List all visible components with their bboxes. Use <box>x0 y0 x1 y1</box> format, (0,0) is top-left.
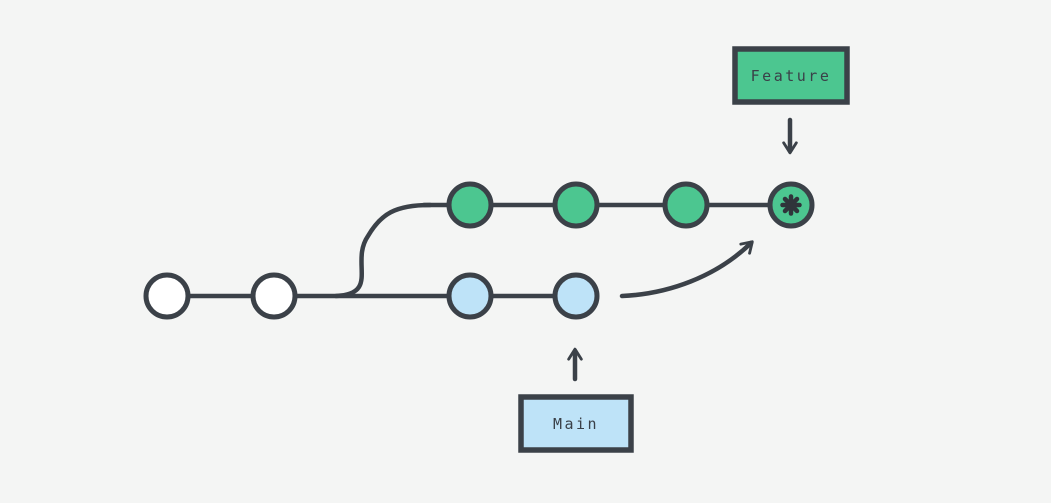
asterisk-icon <box>780 194 802 216</box>
main-label: Main <box>553 415 599 433</box>
commit-node-main-2 <box>552 272 600 320</box>
main-label-box: Main <box>518 394 634 453</box>
commit-node-feature-2 <box>552 181 600 229</box>
feature-label-rect <box>732 46 850 105</box>
commit-node-base-2 <box>250 272 298 320</box>
commit-node-feature-3 <box>662 181 710 229</box>
commit-node-main-1 <box>446 272 494 320</box>
feature-label: Feature <box>751 67 832 85</box>
main-label-rect <box>518 394 634 453</box>
commit-node-feature-1 <box>446 181 494 229</box>
branch-curve <box>333 202 433 299</box>
merge-arrow <box>619 240 754 299</box>
feature-label-box: Feature <box>732 46 850 105</box>
commit-node-base-1 <box>143 272 191 320</box>
